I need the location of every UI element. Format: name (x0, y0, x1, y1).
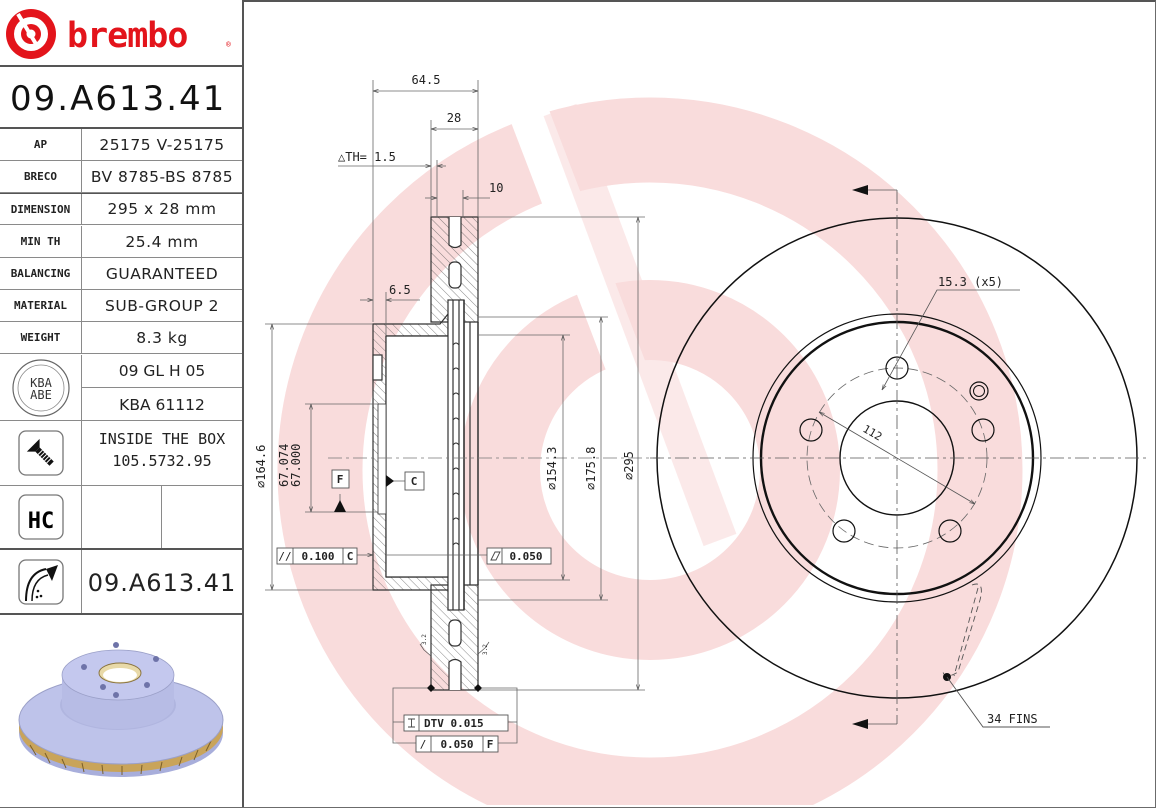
flatness-tolerance: 0.050 (486, 547, 552, 565)
svg-text:C: C (411, 475, 418, 488)
certification-row: KBA ABE 09 GL H 05 KBA 61112 (0, 355, 242, 421)
svg-text:0.050: 0.050 (440, 738, 473, 751)
spec-value: GUARANTEED (105, 264, 219, 283)
fins-label: 34 FINS (987, 712, 1038, 726)
dimension-lines (265, 80, 645, 744)
screw-icon (0, 421, 82, 485)
spec-value: 25.4 mm (125, 232, 199, 251)
spec-value: 295 x 28 mm (107, 200, 217, 218)
disc-caliper-icon (0, 550, 82, 613)
svg-text:/: / (420, 738, 427, 751)
info-panel: brembo ® 09.A613.41 AP 25175 V-25175 BRE… (0, 0, 244, 807)
screw-text: INSIDE THE BOX (98, 430, 226, 448)
dim-28: 28 (447, 111, 461, 125)
datum-f: F (331, 469, 350, 512)
parallelism-tolerance: // 0.100 C (276, 547, 358, 565)
spec-row-weight: WEIGHT 8.3 kg (0, 322, 242, 354)
dia-175-8: ⌀175.8 (584, 447, 598, 490)
screw-part-number: 105.5732.95 (112, 452, 212, 470)
part-number: 09.A613.41 (10, 79, 227, 119)
svg-text:0.100: 0.100 (301, 550, 334, 563)
brembo-logo: brembo ® (6, 9, 231, 59)
kba-abe-seal-icon: KBA ABE (0, 355, 82, 420)
pcd-label: 112 (861, 422, 885, 443)
spec-row-ap: AP 25175 V-25175 (0, 129, 242, 161)
spec-value: SUB-GROUP 2 (105, 296, 219, 315)
svg-text:F: F (487, 738, 494, 751)
screw-row: INSIDE THE BOX 105.5732.95 (0, 421, 242, 486)
svg-text:DTV 0.015: DTV 0.015 (424, 717, 484, 730)
spec-value: 8.3 kg (136, 328, 188, 347)
dim-10: 10 (489, 181, 503, 195)
dtv-tolerance: DTV 0.015 (403, 714, 509, 732)
svg-text:0.050: 0.050 (509, 550, 542, 563)
spec-value: BV 8785-BS 8785 (90, 167, 234, 186)
dia-164-6: ⌀164.6 (254, 445, 268, 488)
svg-text:®: ® (226, 40, 231, 49)
datum-c: C (386, 471, 425, 491)
roughness-right: 3.2 (482, 644, 489, 655)
dia-67-lower: 67.000 (289, 444, 303, 487)
spec-row-min-th: MIN TH 25.4 mm (0, 226, 242, 258)
spec-row-balancing: BALANCING GUARANTEED (0, 258, 242, 290)
dimension-labels: 64.5 28 △TH= 1.5 10 6.5 ⌀164.6 67.074 67… (254, 73, 636, 490)
bolt-hole-label: 15.3 (x5) (938, 275, 1003, 289)
brake-disc-3d-render (18, 642, 224, 777)
brembo-watermark (277, 82, 1023, 811)
svg-text:C: C (347, 550, 354, 563)
spec-label: WEIGHT (0, 322, 82, 353)
section-view (372, 216, 479, 691)
hc-coating-icon: HC (0, 486, 82, 548)
drawing-canvas: 64.5 28 △TH= 1.5 10 6.5 ⌀164.6 67.074 67… (254, 73, 1150, 811)
front-view (650, 185, 1150, 729)
spec-row-material: MATERIAL SUB-GROUP 2 (0, 290, 242, 322)
dim-6-5: 6.5 (389, 283, 411, 297)
spec-label: AP (0, 129, 82, 160)
svg-text:KBA: KBA (30, 376, 52, 390)
spec-row-dimension: DIMENSION 295 x 28 mm (0, 193, 242, 225)
cert-value: KBA 61112 (119, 395, 205, 414)
roughness-left: 3.2 (421, 634, 428, 645)
spec-label: MATERIAL (0, 290, 82, 321)
spec-label: BALANCING (0, 258, 82, 289)
spec-label: DIMENSION (0, 194, 82, 224)
brembo-emblem-icon (6, 9, 56, 59)
disc-part-number: 09.A613.41 (87, 568, 237, 597)
svg-text://: // (278, 550, 291, 563)
dim-64-5: 64.5 (412, 73, 441, 87)
spec-label: MIN TH (0, 226, 82, 257)
disc-type-row: 09.A613.41 (0, 550, 242, 615)
product-render (0, 615, 242, 807)
dia-295: ⌀295 (622, 451, 636, 480)
brand-name: brembo (67, 16, 187, 56)
svg-text:F: F (337, 473, 344, 486)
svg-text:ABE: ABE (30, 388, 52, 402)
dia-154-3: ⌀154.3 (545, 447, 559, 490)
technical-drawing: 64.5 28 △TH= 1.5 10 6.5 ⌀164.6 67.074 67… (244, 2, 1154, 811)
part-number-row: 09.A613.41 (0, 67, 242, 129)
spec-row-breco: BRECO BV 8785-BS 8785 (0, 161, 242, 193)
spec-value: 25175 V-25175 (99, 135, 225, 154)
cert-value: 09 GL H 05 (82, 355, 242, 388)
runout-tolerance: / 0.050 F (415, 735, 499, 753)
delta-th: △TH= 1.5 (338, 150, 396, 164)
svg-text:HC: HC (27, 509, 54, 534)
cell-divider (161, 486, 162, 548)
brand-logo-row: brembo ® (0, 0, 242, 67)
spec-label: BRECO (0, 161, 82, 192)
hc-row: HC (0, 486, 242, 550)
locating-hole (969, 381, 989, 401)
dia-67-upper: 67.074 (277, 444, 291, 487)
